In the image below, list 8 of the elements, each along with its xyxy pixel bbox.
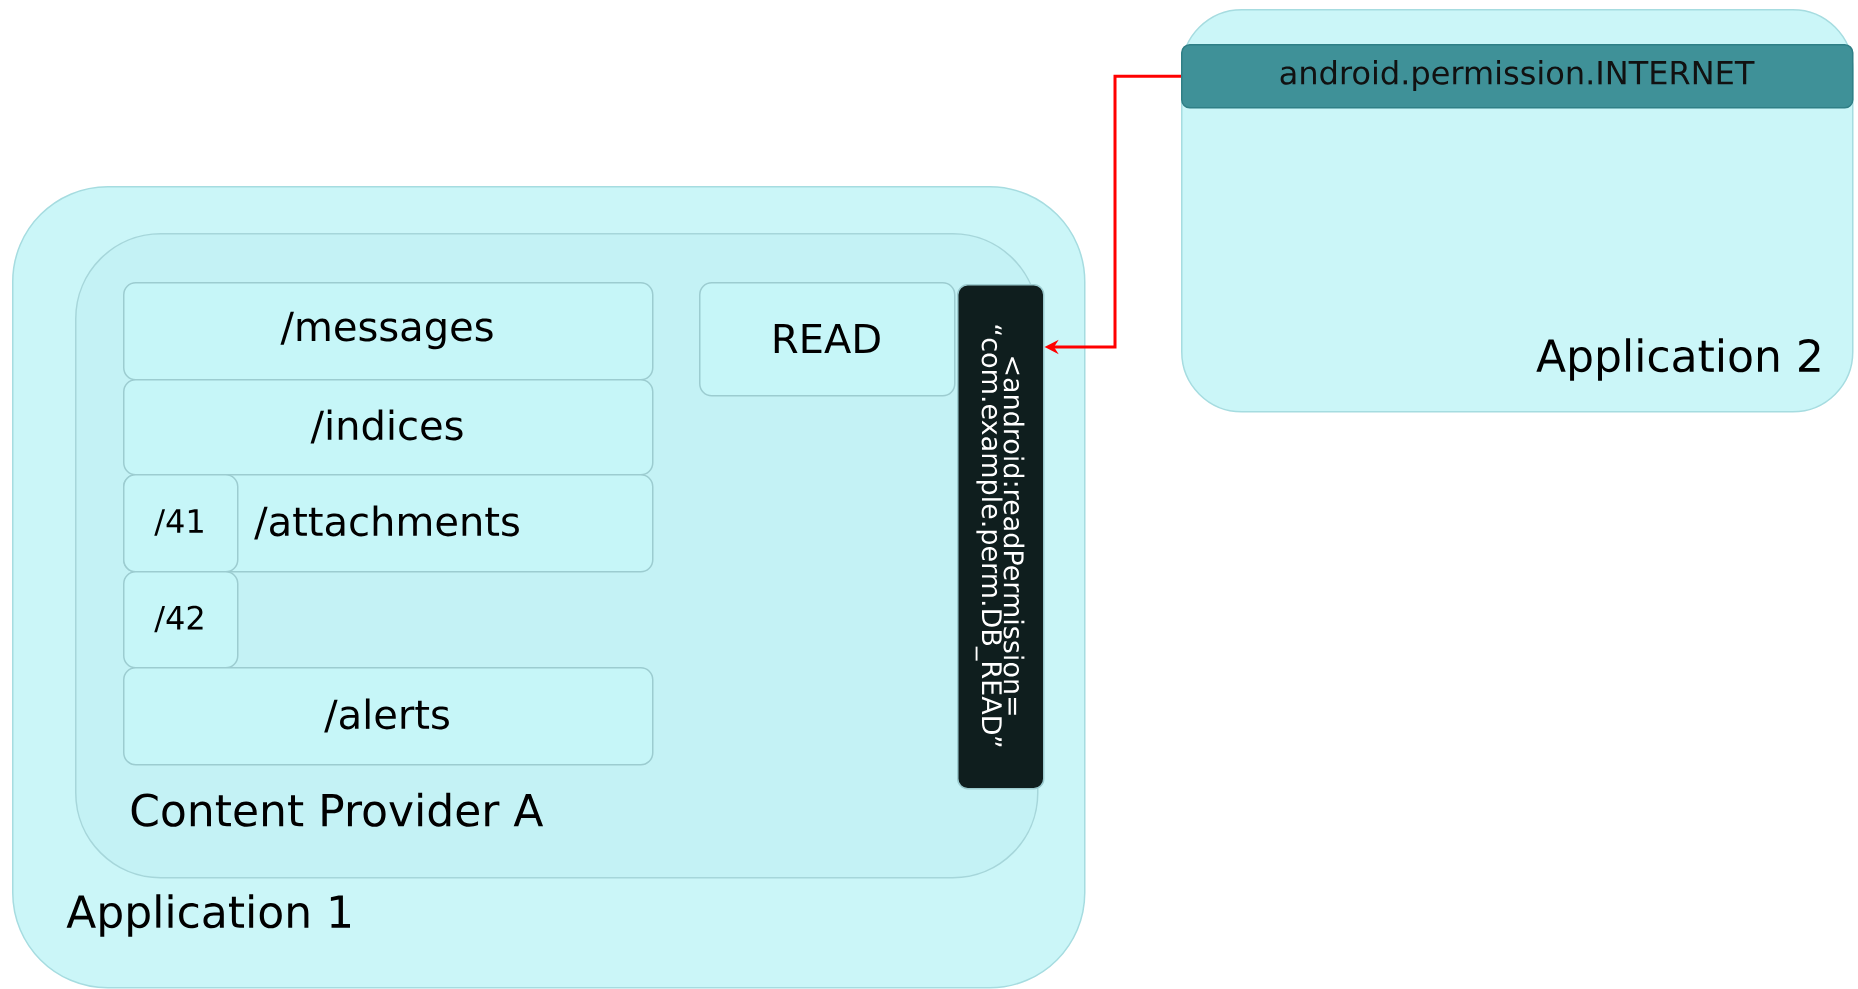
permission-box: READ bbox=[699, 282, 956, 397]
path-box: /41 bbox=[123, 474, 239, 573]
path-box: /messages bbox=[123, 282, 654, 381]
path-box: /indices bbox=[123, 379, 654, 476]
permission-bar: android.permission.INTERNET bbox=[1181, 44, 1854, 109]
attribute-box: <android:readPermission= “com.example.perm.DB_READ” bbox=[957, 284, 1045, 790]
path-box: /42 bbox=[123, 571, 239, 669]
path-box: /alerts bbox=[123, 667, 654, 766]
